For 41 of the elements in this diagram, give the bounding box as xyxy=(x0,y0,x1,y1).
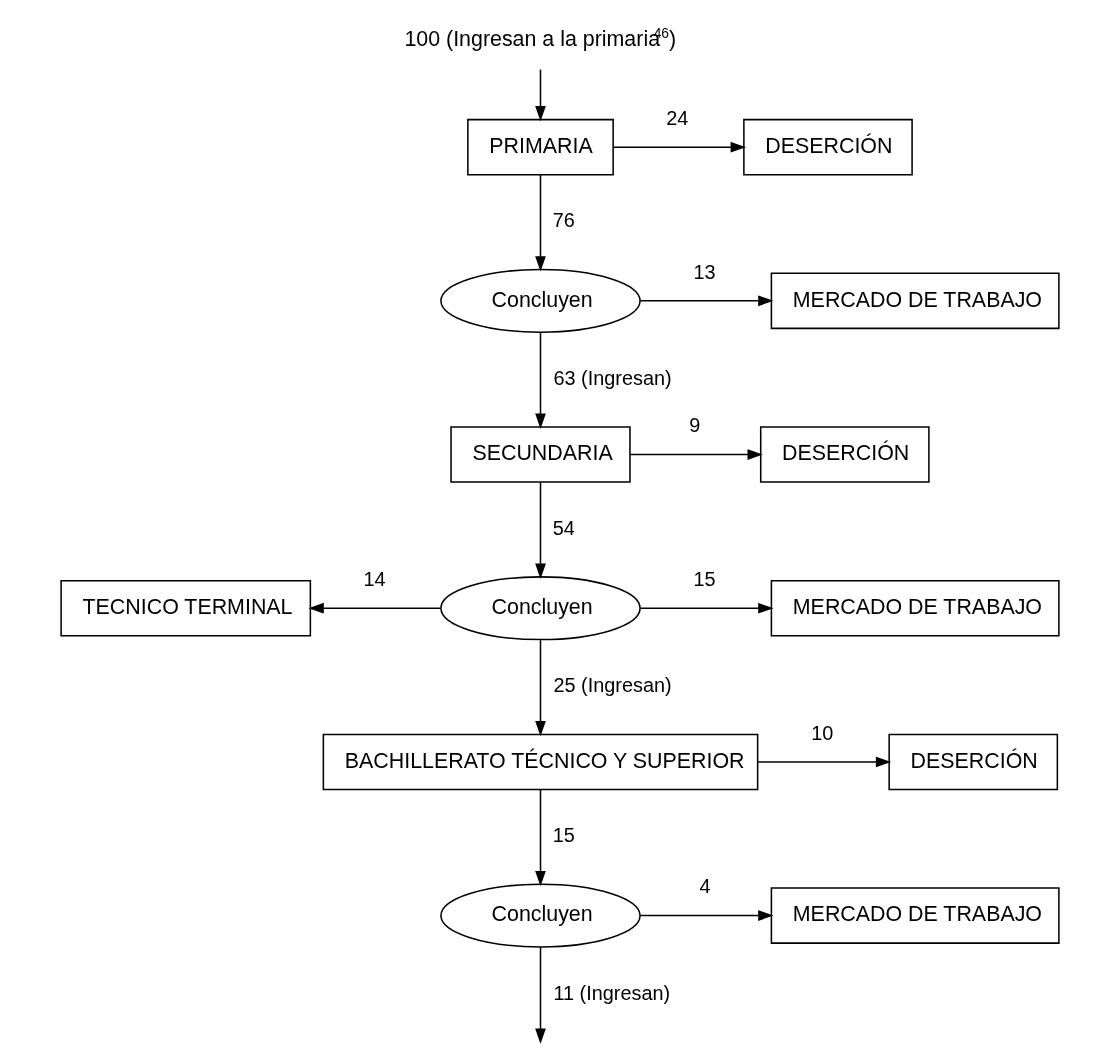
node-box: DESERCIÓN xyxy=(759,426,930,483)
node-box: DESERCIÓN xyxy=(888,733,1059,791)
arrow xyxy=(639,295,774,307)
edge-label: 10 xyxy=(811,721,834,744)
arrow xyxy=(535,332,546,429)
arrow xyxy=(629,449,763,460)
arrow xyxy=(757,756,892,768)
node-ellipse: Concluyen xyxy=(440,268,641,333)
arrow xyxy=(535,788,546,887)
node-text: 100 (Ingresan a la primaria$^{46}$) xyxy=(404,26,677,51)
arrow xyxy=(535,946,546,1044)
edge-label: 13 xyxy=(693,260,716,283)
arrow xyxy=(639,910,774,921)
node-box: MERCADO DE TRABAJO xyxy=(770,887,1060,944)
node-box: TECNICO TERMINAL xyxy=(60,579,312,637)
edge-label: 4 xyxy=(699,875,711,898)
arrow xyxy=(535,68,546,122)
edge-label: 14 xyxy=(363,567,386,590)
node-ellipse: Concluyen xyxy=(440,576,641,641)
edge-label: 54 xyxy=(552,516,575,539)
node-box: SECUNDARIA xyxy=(450,426,631,483)
arrow xyxy=(639,602,774,614)
node-box: MERCADO DE TRABAJO xyxy=(770,272,1060,330)
edge-label: 15 xyxy=(552,824,575,847)
arrow xyxy=(308,602,442,614)
arrow xyxy=(613,141,746,153)
edge-label: 25 (Ingresan) xyxy=(553,674,672,697)
edge-label: 11 (Ingresan) xyxy=(553,981,671,1004)
edge-label: 76 xyxy=(552,209,575,232)
arrow xyxy=(535,481,546,579)
edge-label: 24 xyxy=(666,106,689,129)
node-ellipse: Concluyen xyxy=(440,883,641,948)
node-box: DESERCIÓN xyxy=(743,118,913,176)
arrow xyxy=(535,639,546,737)
node-box: PRIMARIA xyxy=(467,118,614,176)
node-box: BACHILLERATO TÉCNICO Y SUPERIOR xyxy=(322,733,759,791)
edge-label: 9 xyxy=(689,414,701,437)
edge-label: 15 xyxy=(693,567,716,590)
arrow xyxy=(535,174,546,272)
edge-label: 63 (Ingresan) xyxy=(553,366,672,389)
node-box: MERCADO DE TRABAJO xyxy=(770,579,1060,637)
